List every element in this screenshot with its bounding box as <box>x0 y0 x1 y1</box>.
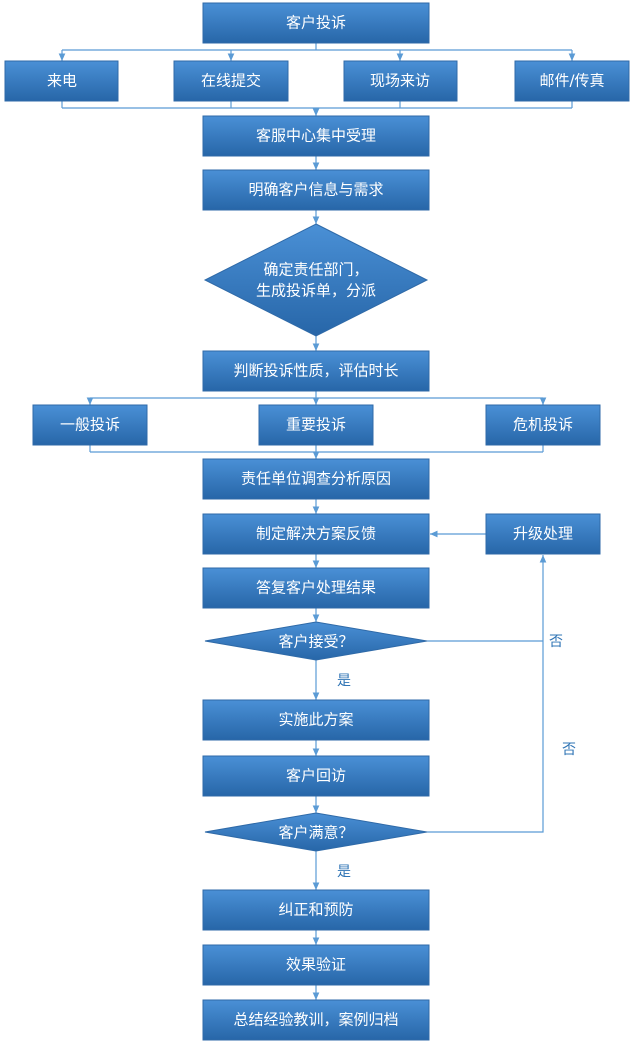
svg-text:客户回访: 客户回访 <box>286 767 346 785</box>
node-clarify: 明确客户信息与需求 <box>202 169 430 211</box>
svg-text:危机投诉: 危机投诉 <box>513 416 573 434</box>
svg-text:生成投诉单，分派: 生成投诉单，分派 <box>256 282 376 300</box>
svg-text:明确客户信息与需求: 明确客户信息与需求 <box>248 181 383 199</box>
svg-text:客户投诉: 客户投诉 <box>286 14 346 32</box>
node-general: 一般投诉 <box>32 404 148 446</box>
svg-text:现场来访: 现场来访 <box>370 72 430 90</box>
node-investigate: 责任单位调查分析原因 <box>202 458 430 500</box>
svg-text:答复客户处理结果: 答复客户处理结果 <box>256 579 376 597</box>
node-mail-fax: 邮件/传真 <box>514 60 630 102</box>
node-correct: 纠正和预防 <box>202 889 430 931</box>
node-complaint: 客户投诉 <box>202 2 430 44</box>
node-upgrade: 升级处理 <box>485 513 601 555</box>
svg-text:制定解决方案反馈: 制定解决方案反馈 <box>256 525 376 543</box>
no-label-accept: 否 <box>549 634 563 650</box>
svg-text:来电: 来电 <box>47 72 77 90</box>
connectors <box>58 43 576 1000</box>
node-important: 重要投诉 <box>258 404 374 446</box>
yes-label-satisfied: 是 <box>337 864 351 880</box>
svg-text:一般投诉: 一般投诉 <box>60 416 120 434</box>
no-label-satisfied: 否 <box>562 742 576 758</box>
svg-text:客户接受？: 客户接受？ <box>278 633 353 651</box>
svg-text:确定责任部门，: 确定责任部门， <box>263 261 368 279</box>
node-onsite: 现场来访 <box>343 60 458 102</box>
node-accept-diamond: 客户接受？ <box>204 621 428 661</box>
node-assign-dept-diamond: 确定责任部门， 生成投诉单，分派 <box>203 223 429 337</box>
node-reply: 答复客户处理结果 <box>202 567 430 609</box>
svg-text:客户满意？: 客户满意？ <box>278 824 353 842</box>
svg-text:判断投诉性质，评估时长: 判断投诉性质，评估时长 <box>233 362 398 380</box>
node-revisit: 客户回访 <box>202 755 430 797</box>
svg-text:责任单位调查分析原因: 责任单位调查分析原因 <box>241 470 391 488</box>
node-summary: 总结经验教训，案例归档 <box>202 999 430 1041</box>
node-online: 在线提交 <box>173 60 289 102</box>
node-satisfied-diamond: 客户满意？ <box>204 812 428 852</box>
node-crisis: 危机投诉 <box>485 404 601 446</box>
yes-label-accept: 是 <box>337 673 351 689</box>
svg-text:重要投诉: 重要投诉 <box>286 416 346 434</box>
node-verify: 效果验证 <box>202 944 430 986</box>
node-implement: 实施此方案 <box>202 699 430 741</box>
svg-text:客服中心集中受理: 客服中心集中受理 <box>256 127 376 145</box>
svg-text:邮件/传真: 邮件/传真 <box>539 72 604 90</box>
svg-text:在线提交: 在线提交 <box>201 72 261 90</box>
svg-text:效果验证: 效果验证 <box>286 956 346 974</box>
svg-text:总结经验教训，案例归档: 总结经验教训，案例归档 <box>233 1011 398 1029</box>
node-solution: 制定解决方案反馈 <box>202 513 430 555</box>
node-judge: 判断投诉性质，评估时长 <box>202 350 430 392</box>
node-phone: 来电 <box>4 60 119 102</box>
node-center: 客服中心集中受理 <box>202 115 430 157</box>
svg-text:实施此方案: 实施此方案 <box>278 711 353 729</box>
svg-text:升级处理: 升级处理 <box>513 525 573 543</box>
svg-text:纠正和预防: 纠正和预防 <box>278 901 353 919</box>
